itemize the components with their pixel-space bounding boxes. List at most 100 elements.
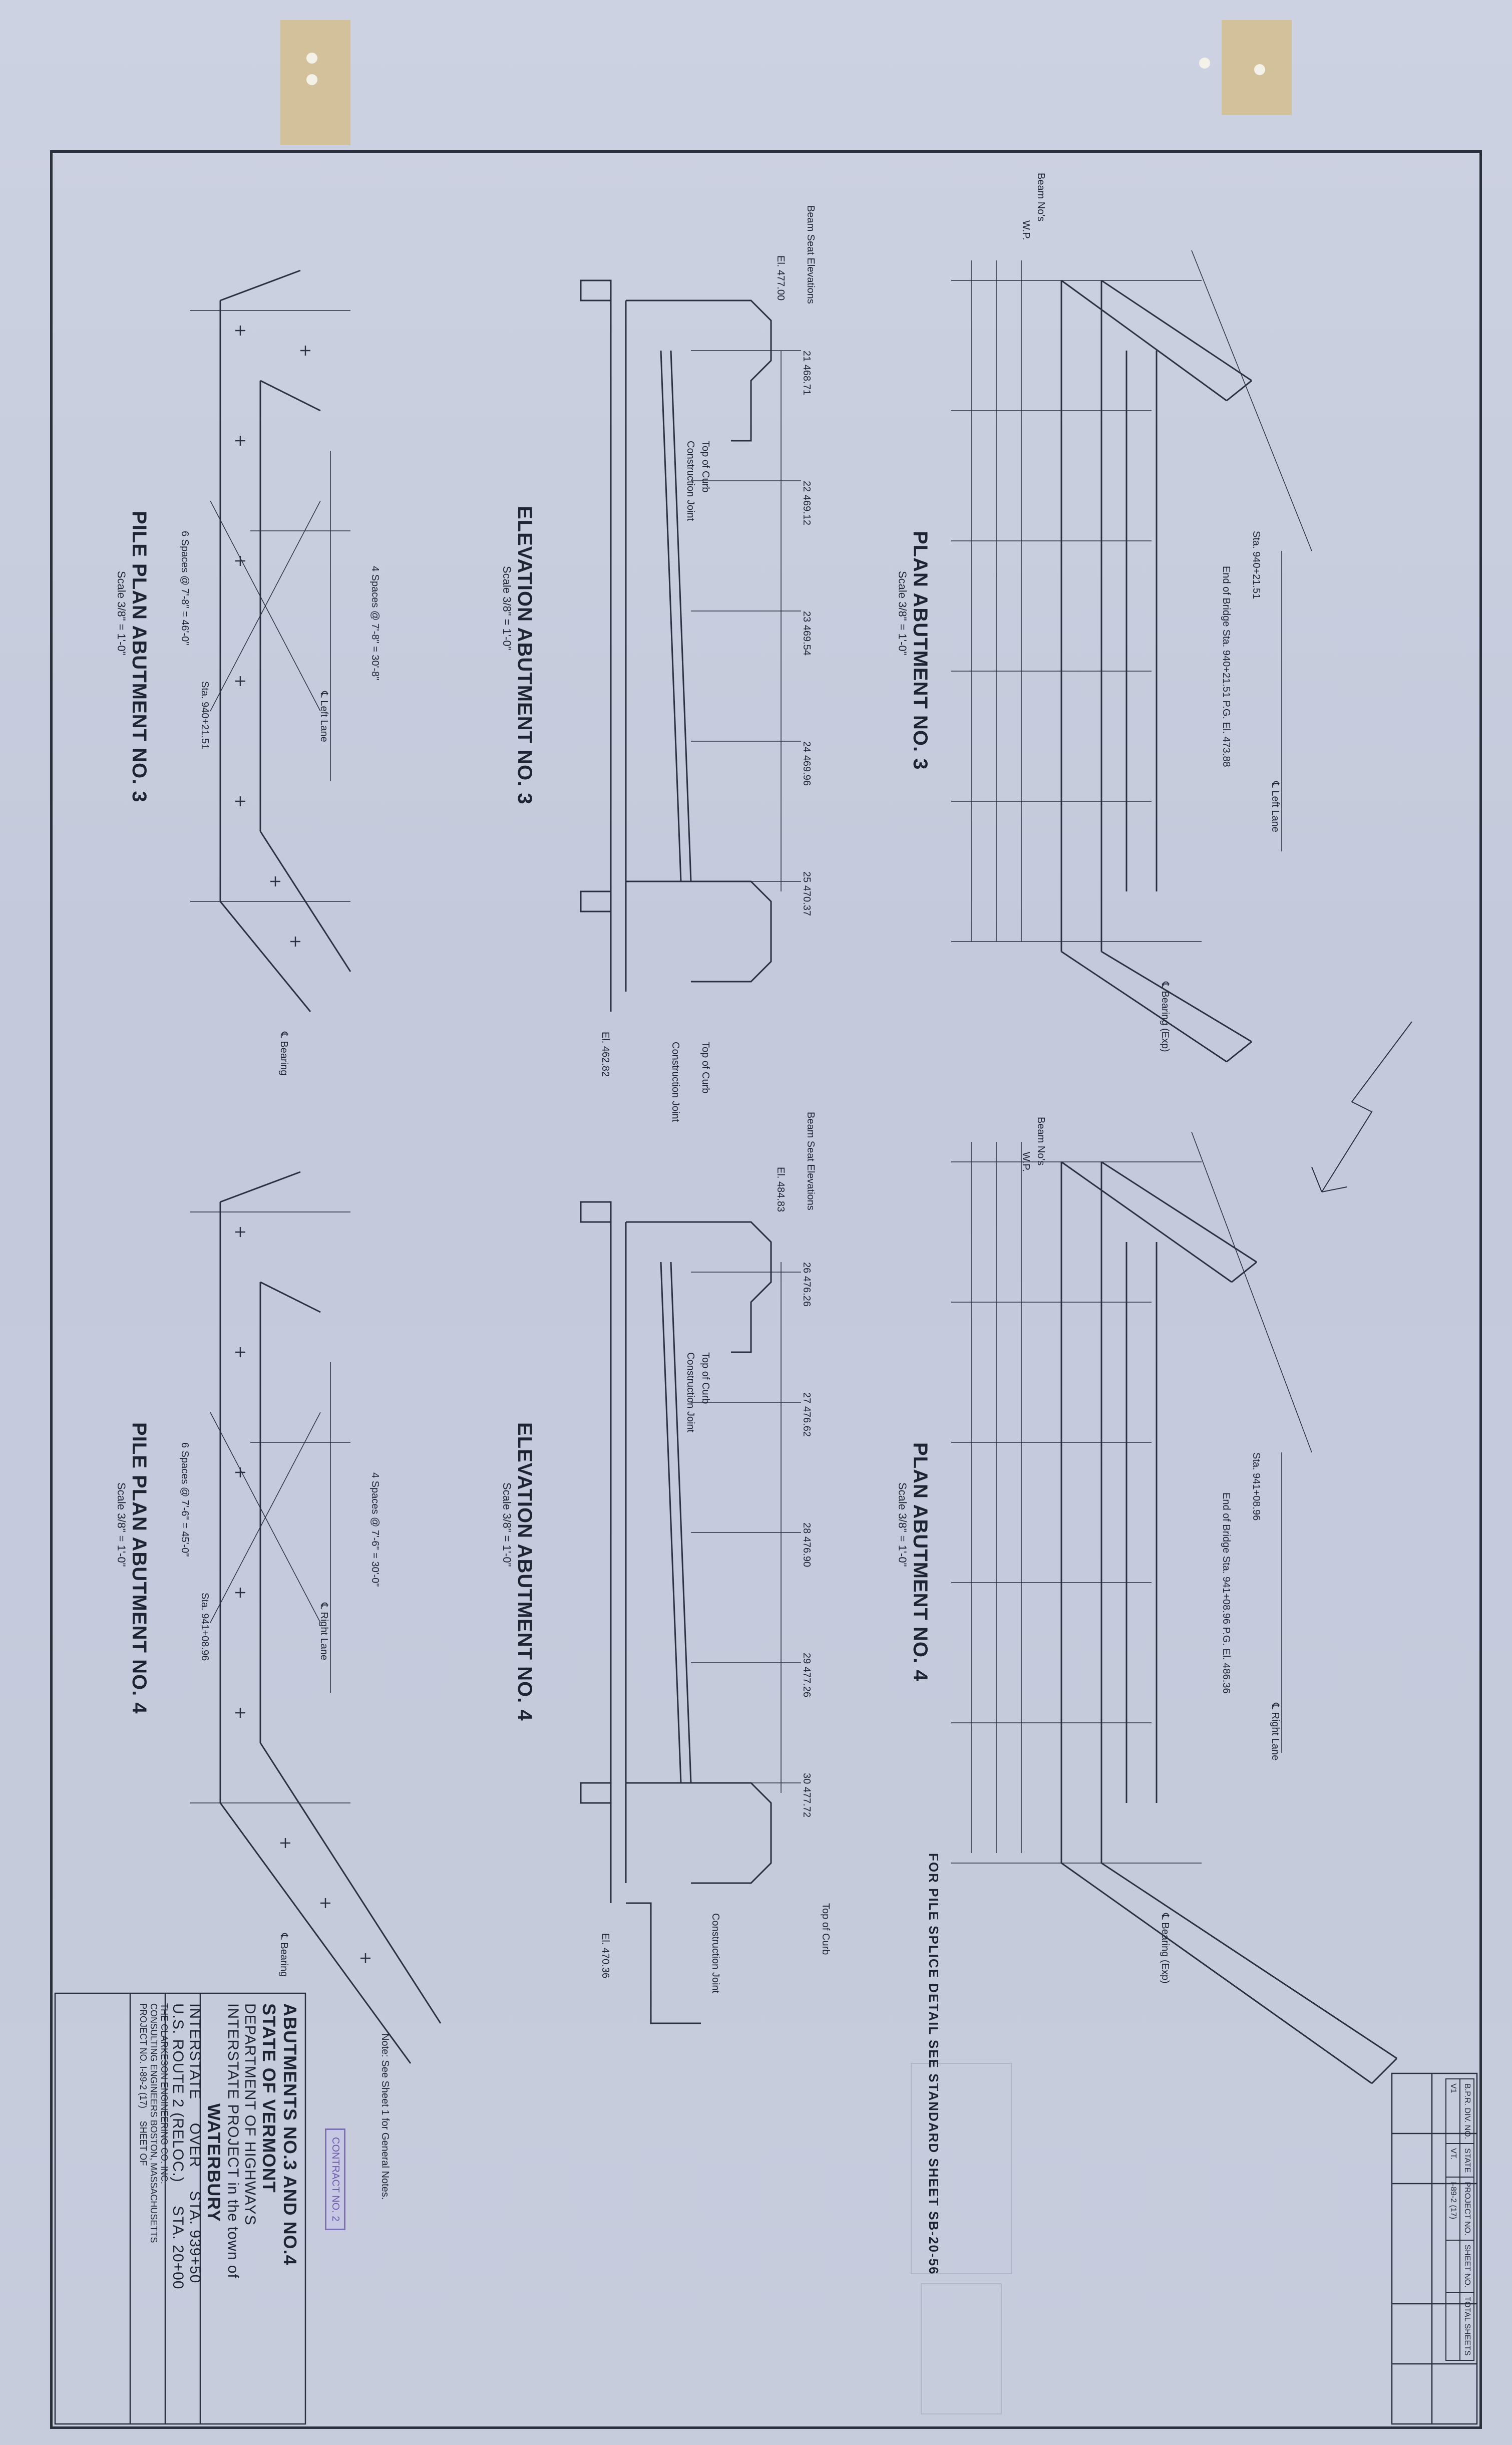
town-name: WATERBURY — [204, 2103, 224, 2222]
construction-joint-3b: Construction Joint — [670, 1042, 681, 1122]
construction-joint-4: Construction Joint — [685, 1352, 696, 1433]
route-us2: U.S. ROUTE 2 (RELOC.) — [170, 2003, 186, 2183]
end-of-bridge-3: End of Bridge Sta. 940+21.51 P.G. El. 47… — [1221, 566, 1232, 767]
pile-sta-3: Sta. 940+21.51 — [199, 681, 210, 750]
beam-26: 26 476.26 — [801, 1262, 812, 1307]
beam-seat-label-4: Beam Seat Elevations — [805, 1112, 816, 1210]
pile-spacing-3: 4 Spaces @ 7'-8" = 30'-8" — [369, 566, 381, 681]
beam-30: 30 477.72 — [801, 1773, 812, 1817]
hdr-project: PROJECT NO. — [1460, 2177, 1474, 2240]
beam-seat-label-3: Beam Seat Elevations — [805, 205, 816, 304]
construction-joint-4b: Construction Joint — [710, 1913, 721, 1994]
over-label: OVER — [187, 2122, 203, 2168]
beam-nos-label: Beam No's — [1035, 173, 1046, 222]
plan-3-title: PLAN ABUTMENT NO. 3 — [909, 531, 931, 770]
sta-interstate: STA. 939+50 — [187, 2191, 203, 2284]
beam-28: 28 476.90 — [801, 1522, 812, 1567]
bearing-exp-label-3: ℄ Bearing (Exp) — [1160, 982, 1171, 1052]
corner-table: B.P.R. DIV. NO. STATE PROJECT NO. SHEET … — [1445, 2078, 1474, 2361]
pile-plan-4-title: PILE PLAN ABUTMENT NO. 4 — [128, 1422, 150, 1714]
department: DEPARTMENT OF HIGHWAYS — [242, 2003, 258, 2226]
top-of-curb-4b: Top of Curb — [820, 1903, 831, 1955]
beam-22: 22 469.12 — [801, 481, 812, 525]
north-arrow — [1311, 1021, 1412, 1192]
punch-hole — [1254, 64, 1265, 75]
el-bot-4: El. 470.36 — [600, 1933, 611, 1979]
wp-label: W.P. — [1020, 220, 1031, 240]
pile-spacing-3b: 6 Spaces @ 7'-8" = 46'-0" — [179, 531, 190, 646]
beam-21: 21 468.71 — [801, 351, 812, 395]
pile-spacing-4b: 6 Spaces @ 7'-6" = 45'-0" — [179, 1442, 190, 1557]
pile-plan-3-scale: Scale 3/8" = 1'-0" — [115, 571, 128, 656]
sta-4-label: Sta. 941+08.96 — [1251, 1452, 1262, 1521]
beam-23: 23 469.54 — [801, 611, 812, 656]
beam-25: 25 470.37 — [801, 871, 812, 916]
val-state: VT. — [1446, 2144, 1460, 2178]
splice-note: FOR PILE SPLICE DETAIL SEE STANDARD SHEE… — [926, 1853, 941, 2275]
punch-hole — [306, 74, 317, 85]
border-frame — [50, 150, 1482, 2429]
pile-bearing-4: ℄ Bearing — [278, 1933, 289, 1977]
punch-hole — [1199, 58, 1210, 69]
bearing-exp-label-4: ℄ Bearing (Exp) — [1160, 1913, 1171, 1984]
pile-bearing-3: ℄ Bearing — [278, 1032, 289, 1076]
elevation-abutment-4-lines — [580, 1201, 801, 2024]
pile-plan-3-title: PILE PLAN ABUTMENT NO. 3 — [128, 511, 150, 803]
elevation-3-title: ELEVATION ABUTMENT NO. 3 — [514, 506, 536, 805]
sheet-title: ABUTMENTS NO.3 AND NO.4 — [280, 2003, 300, 2266]
punch-hole — [306, 53, 317, 64]
project-line: INTERSTATE PROJECT in the town of — [225, 2003, 241, 2279]
pile-plan-4-lines — [190, 1171, 442, 2064]
pile-spacing-4: 4 Spaces @ 7'-6" = 30'-0" — [369, 1472, 381, 1587]
val-project: I-89-2 (17) — [1446, 2177, 1460, 2240]
firm-name: THE CLARKESON ENGINEERING CO. INC. — [159, 2003, 169, 2185]
val-total — [1446, 2292, 1460, 2360]
general-note: Note: See Sheet 1 for General Notes. — [380, 2033, 391, 2200]
top-of-curb-3: Top of Curb — [700, 441, 711, 493]
plan-4-scale: Scale 3/8" = 1'-0" — [896, 1482, 909, 1567]
ghost-marks — [911, 2063, 1012, 2414]
left-lane-label: ℄ Left Lane — [1270, 781, 1281, 832]
pile-left-lane: ℄ Left Lane — [318, 691, 329, 742]
end-of-bridge-4: End of Bridge Sta. 941+08.96 P.G. El. 48… — [1221, 1492, 1232, 1694]
plan-4-title: PLAN ABUTMENT NO. 4 — [909, 1442, 931, 1682]
hdr-sheet: SHEET NO. — [1460, 2240, 1474, 2292]
pile-plan-4-scale: Scale 3/8" = 1'-0" — [115, 1482, 128, 1567]
hdr-state: STATE — [1460, 2144, 1474, 2178]
plan-abutment-4-lines — [951, 1131, 1398, 2084]
elevation-4-scale: Scale 3/8" = 1'-0" — [501, 1482, 513, 1567]
top-of-curb-4: Top of Curb — [700, 1352, 711, 1404]
sta-us2: STA. 20+00 — [170, 2206, 186, 2290]
hdr-total: TOTAL SHEETS — [1460, 2292, 1474, 2360]
pile-plan-3-lines — [190, 269, 351, 1012]
route-interstate: INTERSTATE — [187, 2003, 203, 2100]
state-name: STATE OF VERMONT — [259, 2003, 279, 2193]
title-block: ABUTMENTS NO.3 AND NO.4 STATE OF VERMONT… — [138, 2003, 300, 2289]
construction-joint-3: Construction Joint — [685, 441, 696, 521]
beam-27: 27 476.62 — [801, 1392, 812, 1437]
elevation-abutment-3-lines — [580, 279, 801, 1012]
pile-sta-4: Sta. 941+08.96 — [199, 1593, 210, 1661]
elevation-3-scale: Scale 3/8" = 1'-0" — [501, 566, 513, 651]
el-top-3: El. 477.00 — [775, 255, 786, 301]
sta-3-label: Sta. 940+21.51 — [1251, 531, 1262, 599]
firm-sub: CONSULTING ENGINEERS BOSTON, MASSACHUSET… — [149, 2003, 159, 2243]
wp-label-4: W.P. — [1020, 1152, 1031, 1172]
top-of-curb-3b: Top of Curb — [700, 1042, 711, 1094]
val-bpr: V1 — [1446, 2079, 1460, 2144]
el-bot-3: El. 462.82 — [600, 1032, 611, 1077]
el-top-4: El. 484.83 — [775, 1167, 786, 1212]
beam-29: 29 477.26 — [801, 1653, 812, 1697]
project-no-row: PROJECT NO. I-89-2 (17) SHEET OF — [138, 2003, 148, 2289]
right-lane-label: ℄ Right Lane — [1270, 1703, 1281, 1761]
elevation-4-title: ELEVATION ABUTMENT NO. 4 — [514, 1422, 536, 1721]
hdr-bpr: B.P.R. DIV. NO. — [1460, 2079, 1474, 2144]
plan-3-scale: Scale 3/8" = 1'-0" — [896, 571, 909, 656]
route-row-1: INTERSTATE OVER STA. 939+50 — [186, 2003, 203, 2289]
beam-nos-label-4: Beam No's — [1035, 1117, 1046, 1166]
plan-abutment-3-lines — [951, 250, 1312, 1063]
pile-right-lane: ℄ Right Lane — [318, 1603, 329, 1661]
sheet-of: SHEET OF — [138, 2120, 148, 2166]
title-block-lines — [54, 1992, 1478, 2425]
